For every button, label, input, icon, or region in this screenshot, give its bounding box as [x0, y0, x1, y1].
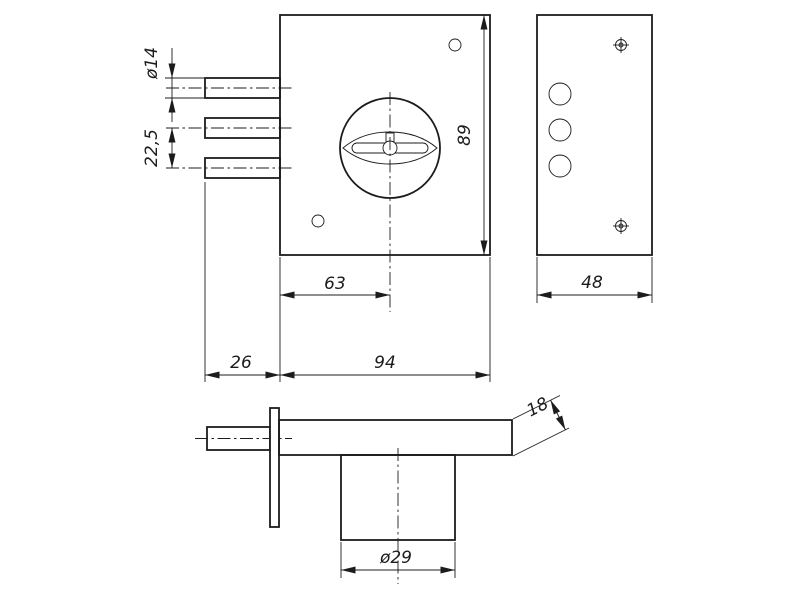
ext-line: [512, 395, 561, 420]
side-bolt-hole-top: [548, 82, 572, 106]
side-view: 48: [536, 14, 653, 303]
dim-label-body-height: 89: [455, 124, 475, 146]
dim-line-plate-thickness: [550, 399, 566, 431]
face-screw-hole-top: [448, 38, 462, 52]
lock-body-outline: [279, 14, 491, 256]
keyhole-lens: [342, 131, 438, 165]
dim-label-bolt-diameter: ø14: [142, 47, 162, 80]
bottom-bolt: [206, 426, 271, 451]
face-screw-hole-bottom: [311, 214, 325, 228]
dim-label-side-depth: 48: [581, 273, 603, 293]
dim-label-bolt-projection: 26: [230, 353, 252, 373]
dim-label-plate-thickness: 18: [524, 394, 553, 422]
faceplate-edge: [269, 407, 280, 528]
ext-line: [512, 427, 570, 457]
bottom-view: 18 ø29: [195, 394, 570, 584]
dim-label-cylinder-diameter: ø29: [379, 548, 412, 568]
front-view: [166, 14, 491, 312]
bottom-body-plate: [278, 419, 513, 456]
side-bolt-hole-middle: [548, 118, 572, 142]
side-body-outline: [536, 14, 653, 256]
front-dimensions: ø14 22,5 89 63 26 94: [142, 15, 491, 382]
side-bolt-hole-bottom: [548, 154, 572, 178]
dim-label-bolt-spacing: 22,5: [142, 129, 162, 167]
dim-label-keyhole-offset: 63: [324, 274, 346, 294]
dim-label-body-width: 94: [374, 353, 396, 373]
